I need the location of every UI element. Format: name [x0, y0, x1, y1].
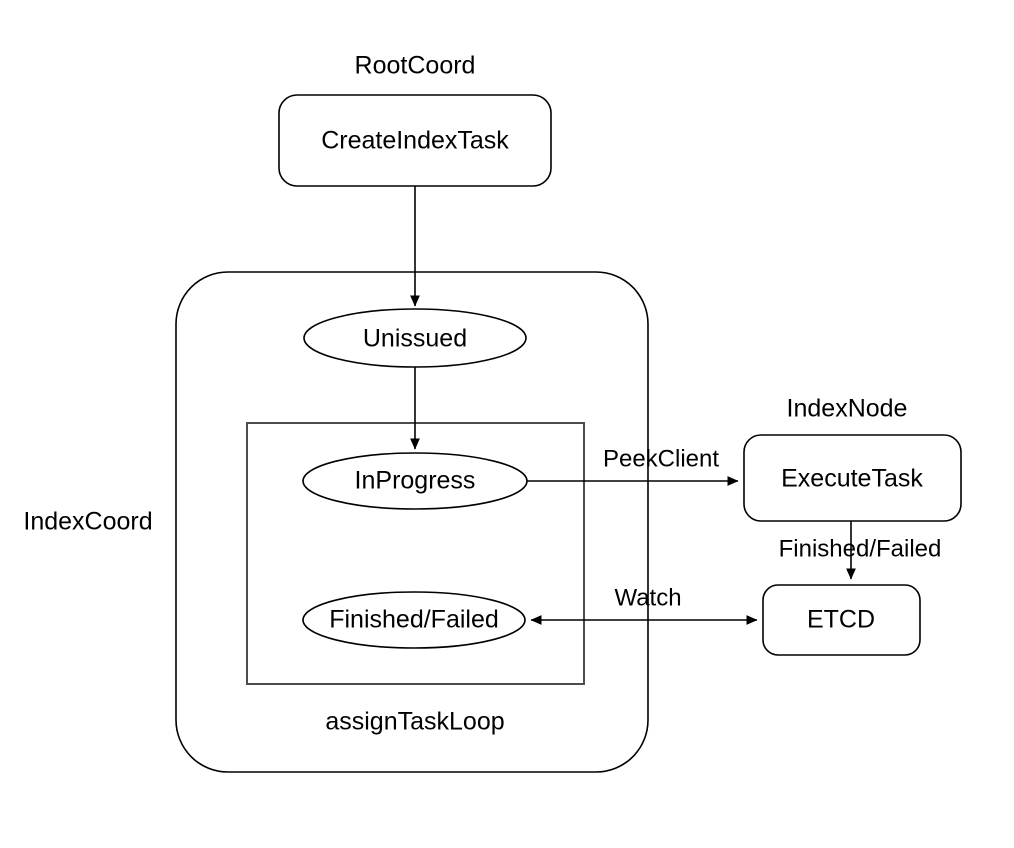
node-finished-failed-state[interactable]: Finished/Failed [302, 591, 526, 649]
node-finished-failed-state-label: Finished/Failed [329, 606, 499, 634]
group-label-indexnode: IndexNode [787, 395, 908, 423]
node-inprogress-label: InProgress [355, 467, 476, 495]
node-execute-task-label: ExecuteTask [781, 465, 923, 493]
node-inprogress-shape [302, 452, 528, 510]
node-execute-task-shape [743, 434, 962, 522]
node-etcd-shape [762, 584, 921, 656]
edge-label-peekclient: PeekClient [603, 445, 719, 472]
node-unissued-shape [303, 308, 527, 368]
node-unissued[interactable]: Unissued [303, 308, 527, 368]
edge-label-watch: Watch [614, 584, 681, 611]
node-etcd-label: ETCD [807, 606, 875, 634]
node-finished-failed-state-shape [302, 591, 526, 649]
node-create-index-task-label: CreateIndexTask [321, 127, 509, 155]
edge-label-finished-failed: Finished/Failed [779, 535, 942, 562]
node-etcd[interactable]: ETCD [762, 584, 921, 656]
node-inprogress[interactable]: InProgress [302, 452, 528, 510]
group-label-rootcoord: RootCoord [355, 52, 476, 80]
node-create-index-task-shape [278, 94, 552, 187]
node-create-index-task[interactable]: CreateIndexTask [278, 94, 552, 187]
node-execute-task[interactable]: ExecuteTask [743, 434, 962, 522]
group-label-assigntaskloop: assignTaskLoop [325, 708, 504, 736]
node-unissued-label: Unissued [363, 325, 467, 353]
group-label-indexcoord: IndexCoord [23, 508, 152, 536]
group-container-indexcoord [175, 271, 649, 773]
